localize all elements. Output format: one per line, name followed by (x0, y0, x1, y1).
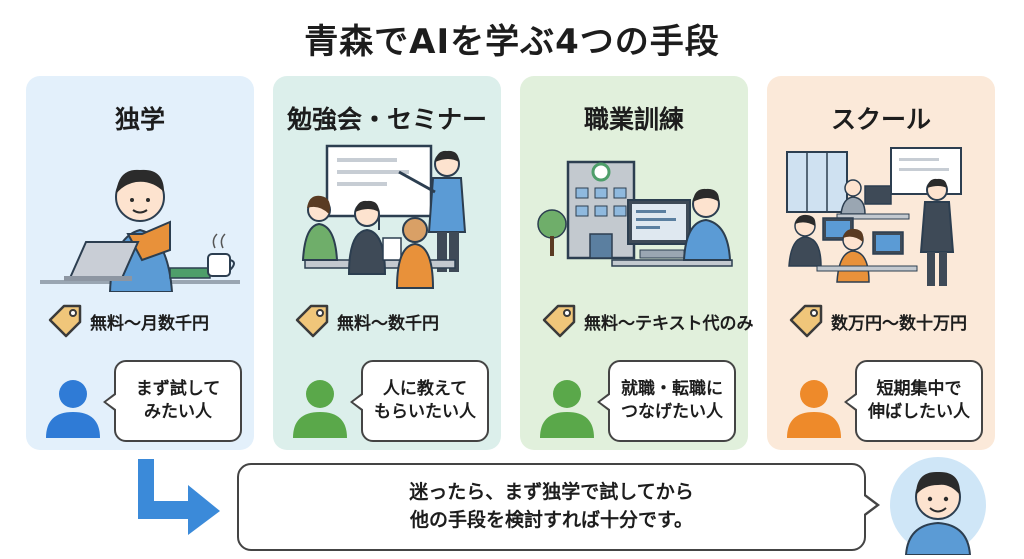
bubble-line: 就職・転職に (621, 379, 723, 400)
bent-arrow-icon (138, 459, 220, 535)
card-title: 職業訓練 (583, 105, 684, 134)
person-icon (46, 380, 100, 438)
bubble-line: 人に教えて (382, 379, 468, 400)
target-bubble: 人に教えて もらいたい人 (350, 360, 489, 442)
bubble-line: 短期集中で (876, 379, 962, 400)
bubble-line: つなげたい人 (621, 402, 723, 422)
bubble-line: まず試して (135, 379, 221, 400)
card-title: 勉強会・セミナー (286, 105, 487, 134)
price-tag-icon (542, 304, 576, 338)
card-vocational-training: 職業訓練 無料〜テキスト代のみ 就職・転職に つなげたい人 (520, 76, 754, 450)
guide-avatar (890, 457, 986, 555)
price-tag-icon (295, 304, 329, 338)
bubble-line: みたい人 (144, 402, 212, 422)
cost-label: 無料〜数千円 (337, 314, 439, 334)
target-bubble: 短期集中で 伸ばしたい人 (844, 360, 983, 442)
person-icon (293, 380, 347, 438)
person-icon (787, 380, 841, 438)
school-illustration (786, 147, 962, 286)
card-school: スクール 数万円〜数十万円 短期集中で (767, 76, 995, 450)
card-seminar: 勉強会・セミナー 無料〜数千円 人に教えて もらいたい人 (273, 76, 501, 450)
price-tag-icon (789, 304, 823, 338)
target-bubble: 就職・転職に つなげたい人 (597, 360, 736, 442)
self-study-illustration (40, 169, 240, 292)
summary-line: 他の手段を検討すれば十分です。 (409, 509, 694, 531)
vocational-training-illustration (537, 160, 733, 267)
cost-label: 無料〜テキスト代のみ (584, 314, 754, 334)
bubble-line: もらいたい人 (374, 402, 476, 422)
cost-label: 数万円〜数十万円 (831, 314, 967, 334)
cost-label: 無料〜月数千円 (90, 314, 209, 334)
seminar-illustration (301, 144, 467, 289)
summary-bubble: 迷ったら、まず独学で試してから 他の手段を検討すれば十分です。 (237, 463, 880, 551)
card-self-study: 独学 無料〜月数千円 まず試して みたい人 (26, 76, 254, 450)
bubble-line: 伸ばしたい人 (868, 402, 970, 422)
summary-line: 迷ったら、まず独学で試してから (409, 481, 694, 504)
person-icon (540, 380, 594, 438)
price-tag-icon (48, 304, 82, 338)
card-title: 独学 (114, 105, 165, 134)
target-bubble: まず試して みたい人 (103, 360, 242, 442)
page-title: 青森でAIを学ぶ4つの手段 (304, 22, 720, 62)
card-title: スクール (830, 105, 931, 134)
